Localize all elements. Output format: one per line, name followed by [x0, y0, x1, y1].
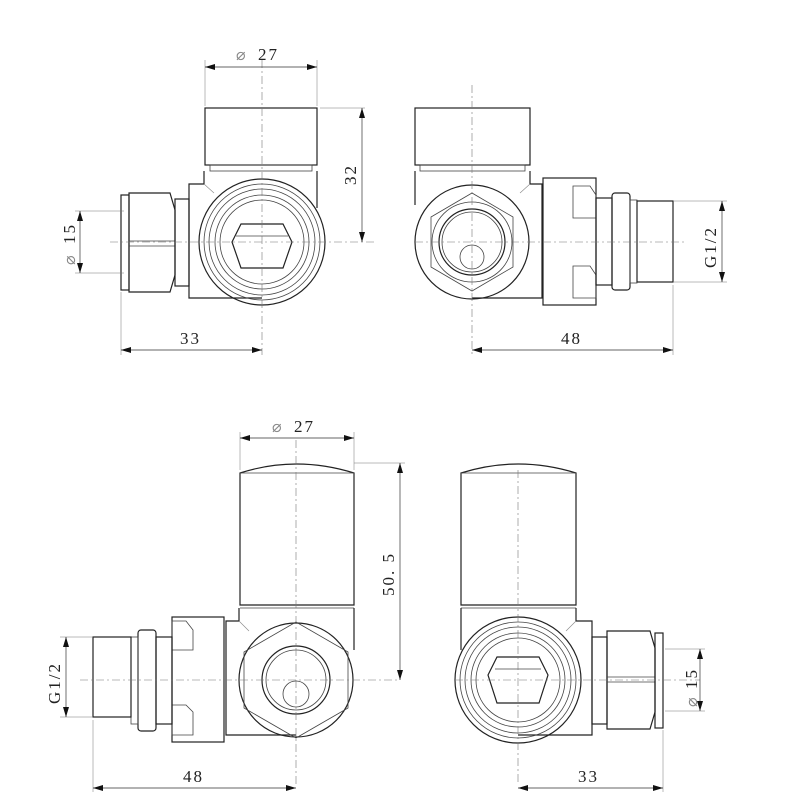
dim-inlet-length: 33 [180, 329, 201, 348]
dim-head-diameter: 27 [294, 417, 315, 436]
hex-socket [487, 656, 549, 704]
dim-thread: G1/2 [701, 226, 720, 268]
view-top-right: G1/2 48 [414, 85, 727, 355]
dim-pipe-diameter: 15 [60, 223, 79, 244]
svg-text:⌀: ⌀ [682, 697, 701, 707]
view-top-left: ⌀ 27 32 ⌀ 15 33 [60, 45, 375, 355]
dim-thread: G1/2 [45, 662, 64, 704]
dim-pipe-diameter: 15 [682, 668, 701, 689]
compression-nut [591, 630, 664, 730]
dim-tail-length: 48 [183, 767, 204, 786]
dim-head-diameter: 27 [258, 45, 279, 64]
view-bottom-left: ⌀ 27 50. 5 G1/2 48 [45, 417, 405, 792]
valve-body [188, 171, 262, 299]
threaded-tail [92, 616, 225, 743]
dim-inlet-length: 33 [578, 767, 599, 786]
diameter-symbol: ⌀ [236, 45, 246, 64]
dim-tail-length: 48 [561, 329, 582, 348]
valve-head-tall [460, 463, 577, 606]
valve-head [414, 107, 531, 166]
valve-head-tall [239, 463, 355, 606]
svg-text:⌀: ⌀ [60, 255, 79, 265]
view-bottom-right: 15 ⌀ 33 [454, 463, 705, 792]
threaded-tail [542, 177, 674, 306]
svg-text:⌀: ⌀ [272, 417, 282, 436]
dim-head-height: 50. 5 [379, 552, 398, 596]
compression-nut [120, 192, 190, 293]
hex-socket [231, 223, 293, 269]
dim-head-height: 32 [341, 164, 360, 185]
valve-head [204, 107, 318, 166]
